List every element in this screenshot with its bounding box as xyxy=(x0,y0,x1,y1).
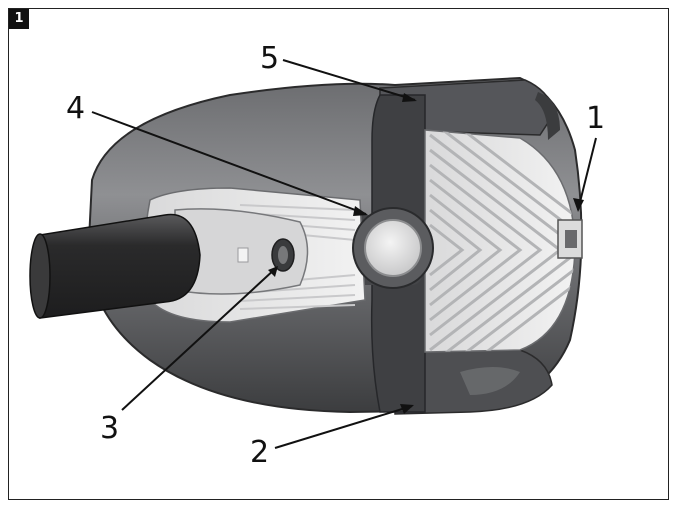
callout-lines xyxy=(91,59,597,449)
figure-number-badge: 1 xyxy=(9,9,29,29)
callout-number-5: 5 xyxy=(260,41,279,76)
callout-line-3 xyxy=(121,267,277,411)
callout-line-2 xyxy=(274,405,413,449)
callout-number-1: 1 xyxy=(586,101,605,136)
callout-number-2: 2 xyxy=(250,435,269,470)
callout-number-4: 4 xyxy=(66,91,85,126)
callout-arrowheads xyxy=(268,93,584,414)
callout-line-1 xyxy=(577,137,597,211)
callout-number-3: 3 xyxy=(100,411,119,446)
callout-line-5 xyxy=(282,59,416,101)
cable-rewind-button xyxy=(364,219,422,277)
suction-hose xyxy=(39,213,201,319)
callout-line-4 xyxy=(91,111,367,215)
